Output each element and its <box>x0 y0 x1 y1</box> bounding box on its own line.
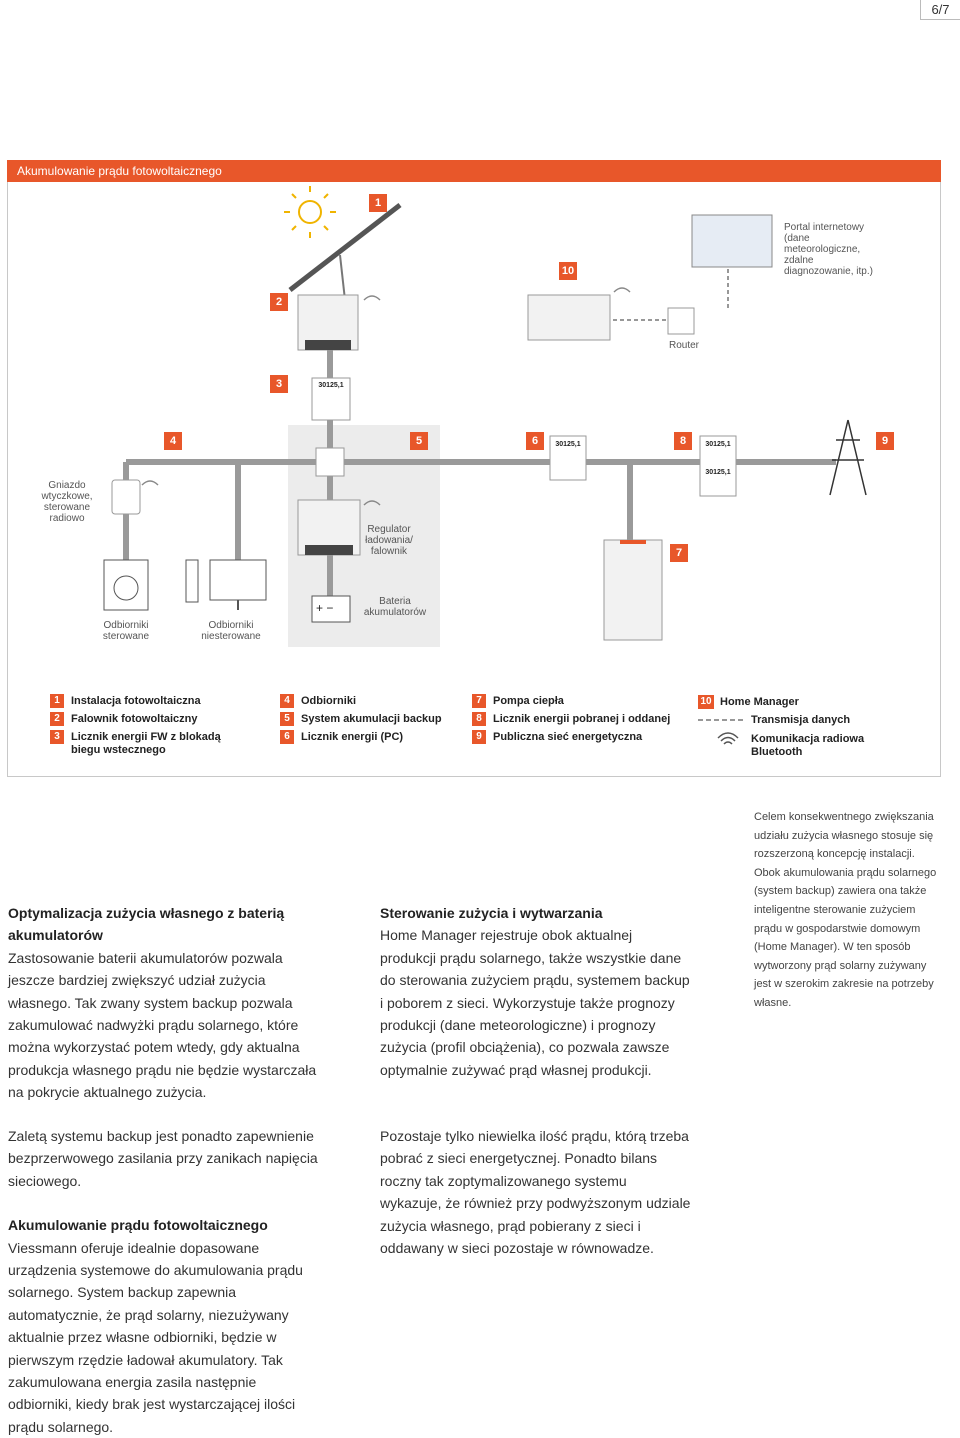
column-1: Optymalizacja zużycia własnego z baterią… <box>8 902 318 1104</box>
web-portal-icon <box>691 214 773 268</box>
svg-text:+ −: + − <box>316 601 333 615</box>
badge-8: 8 <box>674 432 692 450</box>
legend-text: Licznik energii (PC) <box>301 731 404 743</box>
badge-2: 2 <box>270 293 288 311</box>
monitor-icon <box>209 559 267 601</box>
home-manager-icon <box>527 294 611 341</box>
heat-pump-meter-icon <box>549 435 587 481</box>
meter-reading-8b: 30125,1 <box>705 469 731 476</box>
legend-text: Publiczna sieć energetyczna <box>493 731 643 743</box>
grid-meter-icon <box>699 435 737 497</box>
power-pylon-icon <box>829 419 867 496</box>
legend-text: Licznik energii pobranej i oddanej <box>493 713 671 725</box>
badge-5: 5 <box>410 432 428 450</box>
legend-num: 1 <box>50 694 64 708</box>
legend-text: Falownik fotowoltaiczny <box>71 713 198 725</box>
heading-optimization: Optymalizacja zużycia własnego z baterią… <box>8 905 285 944</box>
badge-1: 1 <box>369 194 387 212</box>
radio-socket-icon <box>111 479 141 515</box>
column-1-lower: Zaletą systemu backup jest ponadto zapew… <box>8 1125 318 1438</box>
heading-control: Sterowanie zużycia i wytwarzania <box>380 905 603 921</box>
socket-label: Gniazdo wtyczkowe, sterowane radiowo <box>41 480 93 524</box>
pv-meter-icon <box>311 377 351 421</box>
heat-pump-icon <box>603 539 663 641</box>
meter-reading-6: 30125,1 <box>555 441 581 448</box>
battery-icon <box>311 595 351 623</box>
side-note: Celem konsekwentnego zwiększania udziału… <box>754 811 937 1009</box>
paragraph: Zastosowanie baterii akumulatorów pozwal… <box>8 949 317 1101</box>
column-2-lower: Pozostaje tylko niewielka ilość prądu, k… <box>380 1125 692 1259</box>
radio-icon <box>717 732 739 745</box>
sun-icon <box>284 186 336 238</box>
paragraph: Zaletą systemu backup jest ponadto zapew… <box>8 1128 318 1189</box>
wifi-icon <box>363 295 381 301</box>
legend-num: 4 <box>280 694 294 708</box>
router-label: Router <box>668 340 699 351</box>
legend-text: Home Manager <box>720 696 799 708</box>
legend-text: Licznik energii FW z blokadą biegu wstec… <box>71 731 221 756</box>
figure-title: Akumulowanie prądu fotowoltaicznego <box>7 160 941 182</box>
page-number: 6/7 <box>920 0 960 20</box>
column-2: Sterowanie zużycia i wytwarzania Home Ma… <box>380 902 692 1081</box>
meter-reading-8a: 30125,1 <box>705 441 731 448</box>
legend-text: Pompa ciepła <box>493 695 564 707</box>
legend-text: Komunikacja radiowa Bluetooth <box>751 733 865 758</box>
legend-num: 8 <box>472 712 486 726</box>
dashed-line-icon <box>698 719 744 721</box>
legend-num: 10 <box>698 695 714 709</box>
paragraph: Viessmann oferuje idealnie dopasowane ur… <box>8 1239 303 1435</box>
badge-3: 3 <box>270 375 288 393</box>
badge-9: 9 <box>876 432 894 450</box>
legend-text: Odbiorniki <box>301 695 356 707</box>
controlled-loads-label: Odbiorniki sterowane <box>102 620 150 642</box>
badge-6: 6 <box>526 432 544 450</box>
bulb-icon <box>185 559 199 603</box>
badge-10: 10 <box>559 262 577 280</box>
paragraph: Pozostaje tylko niewielka ilość prądu, k… <box>380 1128 691 1257</box>
system-diagram: + − <box>103 186 867 641</box>
badge-7: 7 <box>670 544 688 562</box>
battery-label: Bateria akumulatorów <box>363 596 427 618</box>
legend-num: 5 <box>280 712 294 726</box>
portal-label: Portal internetowy (dane meteorologiczne… <box>784 222 873 277</box>
router-icon <box>667 307 695 335</box>
uncontrolled-loads-label: Odbiorniki niesterowane <box>201 620 261 642</box>
legend-num: 2 <box>50 712 64 726</box>
legend-num: 7 <box>472 694 486 708</box>
badge-4: 4 <box>164 432 182 450</box>
legend-text: System akumulacji backup <box>301 713 442 725</box>
legend-text: Transmisja danych <box>751 714 851 726</box>
washing-machine-icon <box>103 559 149 611</box>
legend-num: 6 <box>280 730 294 744</box>
legend-num: 3 <box>50 730 64 744</box>
regulator-label: Regulator ładowania/ falownik <box>365 524 413 557</box>
legend-num: 9 <box>472 730 486 744</box>
solar-panel-icon <box>288 203 402 292</box>
meter-reading-3: 30125,1 <box>318 382 344 389</box>
heading-pv-storage: Akumulowanie prądu fotowoltaicznego <box>8 1217 268 1234</box>
legend-text: Instalacja fotowoltaiczna <box>71 695 201 707</box>
paragraph: Home Manager rejestruje obok aktualnej p… <box>380 927 690 1078</box>
